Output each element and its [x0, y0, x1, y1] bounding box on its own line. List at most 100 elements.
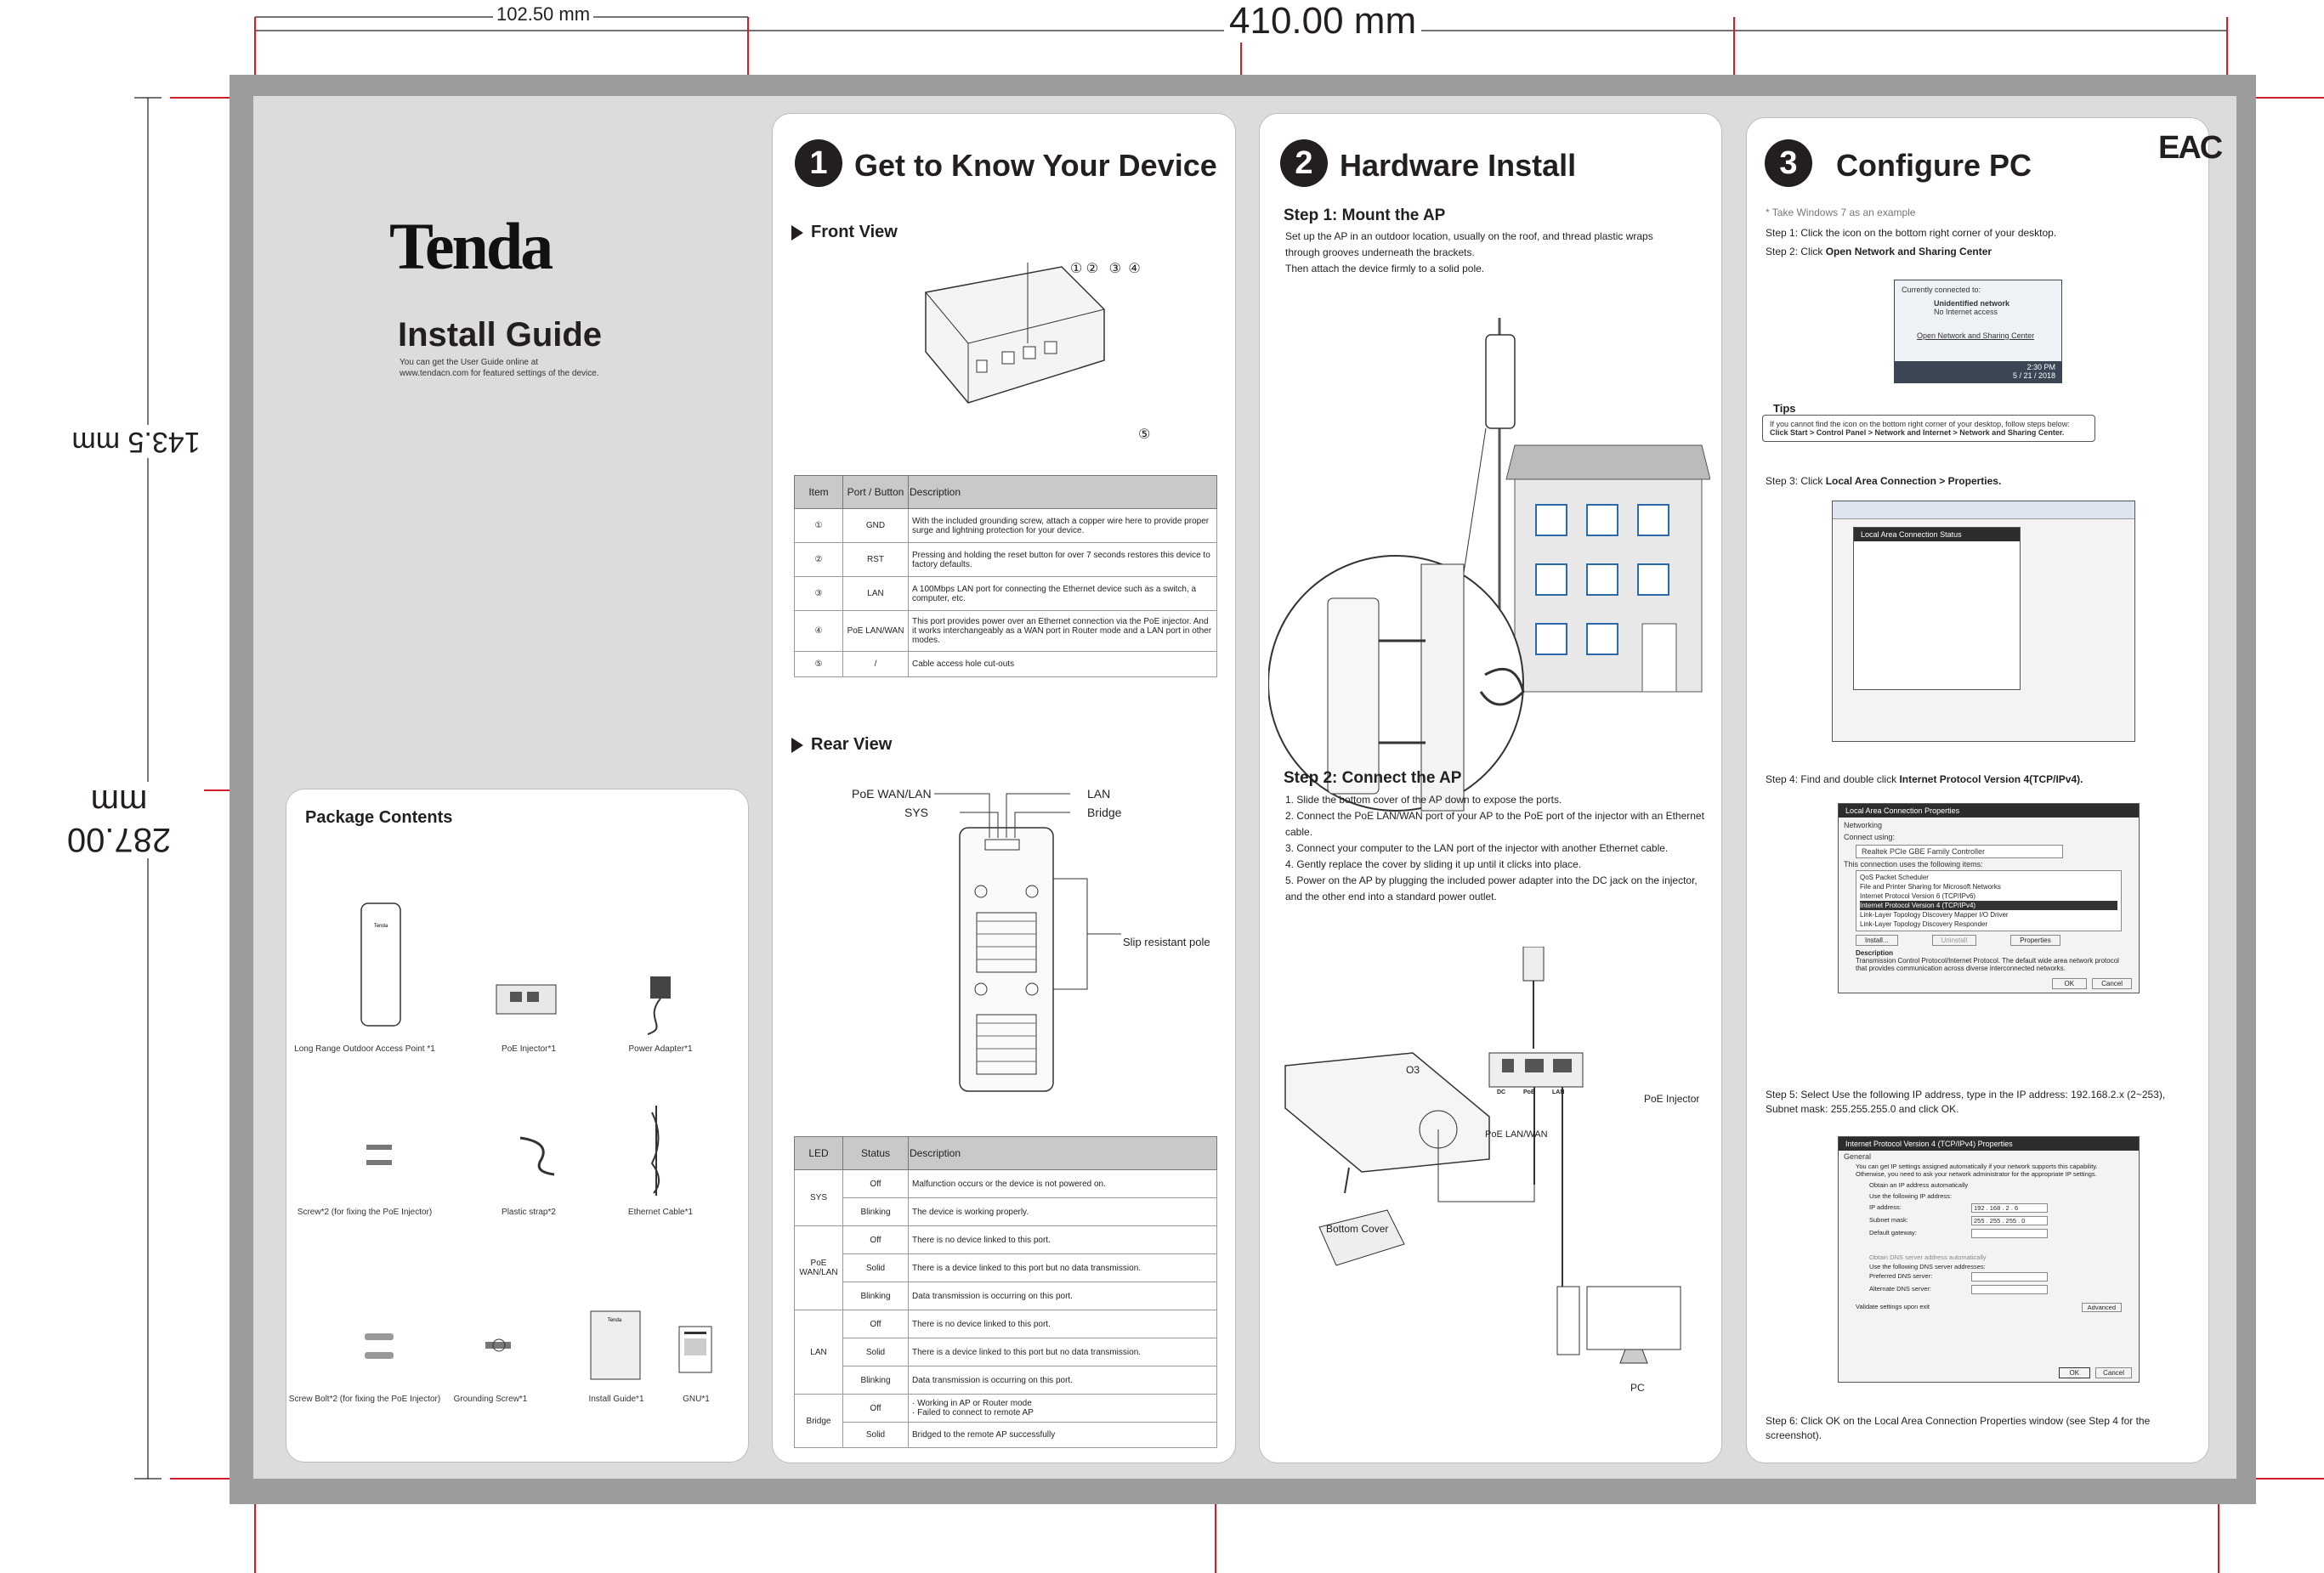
section1-panel: 1 Get to Know Your Device Front View ① ②…: [772, 113, 1236, 1463]
step1-title: Step 1: Mount the AP: [1284, 207, 1446, 224]
props-adapter: Realtek PCIe GBE Family Controller: [1856, 845, 2063, 858]
gateway-field[interactable]: [1971, 1229, 2048, 1238]
radio-use-ip[interactable]: Use the following IP address:: [1869, 1192, 1952, 1200]
alt-dns-label: Alternate DNS server:: [1869, 1285, 1931, 1293]
cancel-button[interactable]: Cancel: [2092, 978, 2132, 989]
ip-fields: IP address:192 . 168 . 2 . 6 Subnet mask…: [1869, 1203, 2108, 1238]
cell: Pressing and holding the reset button fo…: [908, 542, 1217, 577]
col-desc: Description: [908, 475, 1217, 509]
rear-label-lan: LAN: [1087, 787, 1111, 801]
list-item[interactable]: File and Printer Sharing for Microsoft N…: [1860, 883, 2001, 891]
front-markers: ① ② ③ ④: [1070, 260, 1141, 277]
list-item[interactable]: Link-Layer Topology Discovery Responder: [1860, 920, 1988, 928]
access-point-icon: Tenda: [360, 902, 401, 1027]
step3-prefix: Step 3: Click: [1766, 475, 1826, 487]
pkg-item-gnu: GNU*1: [683, 1395, 710, 1404]
step1-text: Set up the AP in an outdoor location, us…: [1285, 229, 1710, 277]
package-contents-panel: Package Contents Tenda Long Range Outdoo…: [286, 789, 749, 1463]
list-item-ipv4[interactable]: Internet Protocol Version 4 (TCP/IPv4): [1860, 901, 2117, 910]
props-description: Description Transmission Control Protoco…: [1856, 949, 2122, 972]
step2-item: 2. Connect the PoE LAN/WAN port of your …: [1285, 810, 1704, 838]
rear-label-bridge: Bridge: [1087, 806, 1122, 819]
rear-view-heading: Rear View: [811, 735, 893, 754]
ipv4-tab-general[interactable]: General: [1844, 1152, 1872, 1161]
pref-dns-field[interactable]: [1971, 1272, 2048, 1282]
step2-bold: Open Network and Sharing Center: [1825, 246, 1992, 257]
section2-title: Hardware Install: [1340, 148, 1577, 183]
props-uses-label: This connection uses the following items…: [1844, 860, 1983, 869]
list-item[interactable]: Link-Layer Topology Discovery Mapper I/O…: [1860, 911, 2009, 919]
rear-view-arrow-icon: [791, 738, 803, 753]
step2-item: 4. Gently replace the cover by sliding i…: [1285, 858, 1582, 870]
section2-panel: 2 Hardware Install Step 1: Mount the AP …: [1259, 113, 1722, 1463]
props-buttons-row: Install... Uninstall Properties: [1856, 935, 2122, 946]
radio-auto-dns[interactable]: Obtain DNS server address automatically: [1869, 1253, 1987, 1261]
tenda-logo: Tenda: [389, 209, 553, 283]
cell: The device is working properly.: [908, 1197, 1217, 1226]
cell: /: [842, 651, 909, 677]
list-item[interactable]: QoS Packet Scheduler: [1860, 874, 1929, 881]
ipv4-ok-button[interactable]: OK: [2058, 1367, 2091, 1378]
ip-address-field[interactable]: 192 . 168 . 2 . 6: [1971, 1203, 2048, 1213]
step1-line: through grooves underneath the brackets.: [1285, 246, 1475, 258]
plastic-strap-icon: [519, 1136, 555, 1176]
eac-mark: EAC: [2158, 130, 2223, 166]
cell: Off: [842, 1310, 909, 1338]
pkg-item-guide: Install Guide*1: [588, 1395, 644, 1404]
validate-checkbox[interactable]: Validate settings upon exit: [1856, 1303, 1930, 1310]
device-rear-illustration: [934, 793, 1121, 1092]
list-item[interactable]: Internet Protocol Version 6 (TCP/IPv6): [1860, 892, 1976, 900]
desc-text: Transmission Control Protocol/Internet P…: [1856, 957, 2119, 972]
cell: Data transmission is occurring on this p…: [908, 1366, 1217, 1395]
alt-dns-field[interactable]: [1971, 1285, 2048, 1294]
install-button[interactable]: Install...: [1856, 935, 1898, 946]
open-network-center-link[interactable]: Open Network and Sharing Center: [1917, 331, 2035, 340]
tips-line2: Click Start > Control Panel > Network an…: [1770, 428, 2065, 437]
pkg-item-ap: Long Range Outdoor Access Point *1: [294, 1044, 435, 1054]
status-window-title: Local Area Connection Status: [1854, 528, 2020, 541]
cover-title: Install Guide: [398, 316, 603, 354]
package-title: Package Contents: [305, 808, 453, 827]
screw-bolt-icon: [365, 1333, 394, 1359]
popup-network: Unidentified network: [1934, 299, 2010, 308]
section2-number: 2: [1280, 139, 1328, 187]
uninstall-button[interactable]: Uninstall: [1931, 935, 1977, 946]
tips-title: Tips: [1770, 402, 1800, 415]
section3-panel: 3 Configure PC EAC * Take Windows 7 as a…: [1746, 117, 2223, 1463]
ok-button[interactable]: OK: [2051, 978, 2088, 989]
properties-button[interactable]: Properties: [2010, 935, 2060, 946]
subnet-mask-field[interactable]: 255 . 255 . 255 . 0: [1971, 1216, 2048, 1225]
col-item: Item: [794, 475, 843, 509]
radio-auto-ip[interactable]: Obtain an IP address automatically: [1869, 1181, 1969, 1189]
diagram-label-bottom-cover: Bottom Cover: [1326, 1223, 1389, 1235]
section3-title: Configure PC: [1836, 148, 2032, 183]
cell: ⑤: [794, 651, 843, 677]
front-view-arrow-icon: [791, 225, 803, 240]
cell: Solid: [842, 1422, 909, 1448]
advanced-button[interactable]: Advanced: [2081, 1303, 2122, 1312]
screw-icon: [366, 1145, 392, 1165]
tips-line1: If you cannot find the icon on the botto…: [1770, 420, 2070, 428]
col-led: LED: [794, 1136, 843, 1170]
ipv4-dialog-buttons: OK Cancel: [2058, 1367, 2132, 1378]
props-tab-networking[interactable]: Networking: [1844, 821, 1883, 829]
cell: Malfunction occurs or the device is not …: [908, 1169, 1217, 1198]
cell: LAN: [842, 576, 909, 611]
ipv4-bottom-row: Validate settings upon exit Advanced: [1856, 1303, 2122, 1312]
ipv4-cancel-button[interactable]: Cancel: [2095, 1367, 2132, 1378]
network-popup: Currently connected to: Unidentified net…: [1894, 280, 2062, 363]
radio-use-dns[interactable]: Use the following DNS server addresses:: [1869, 1263, 1986, 1270]
section1-number: 1: [795, 139, 842, 187]
props-connect-label: Connect using:: [1844, 833, 1896, 841]
step2-item: 1. Slide the bottom cover of the AP down…: [1285, 794, 1562, 806]
